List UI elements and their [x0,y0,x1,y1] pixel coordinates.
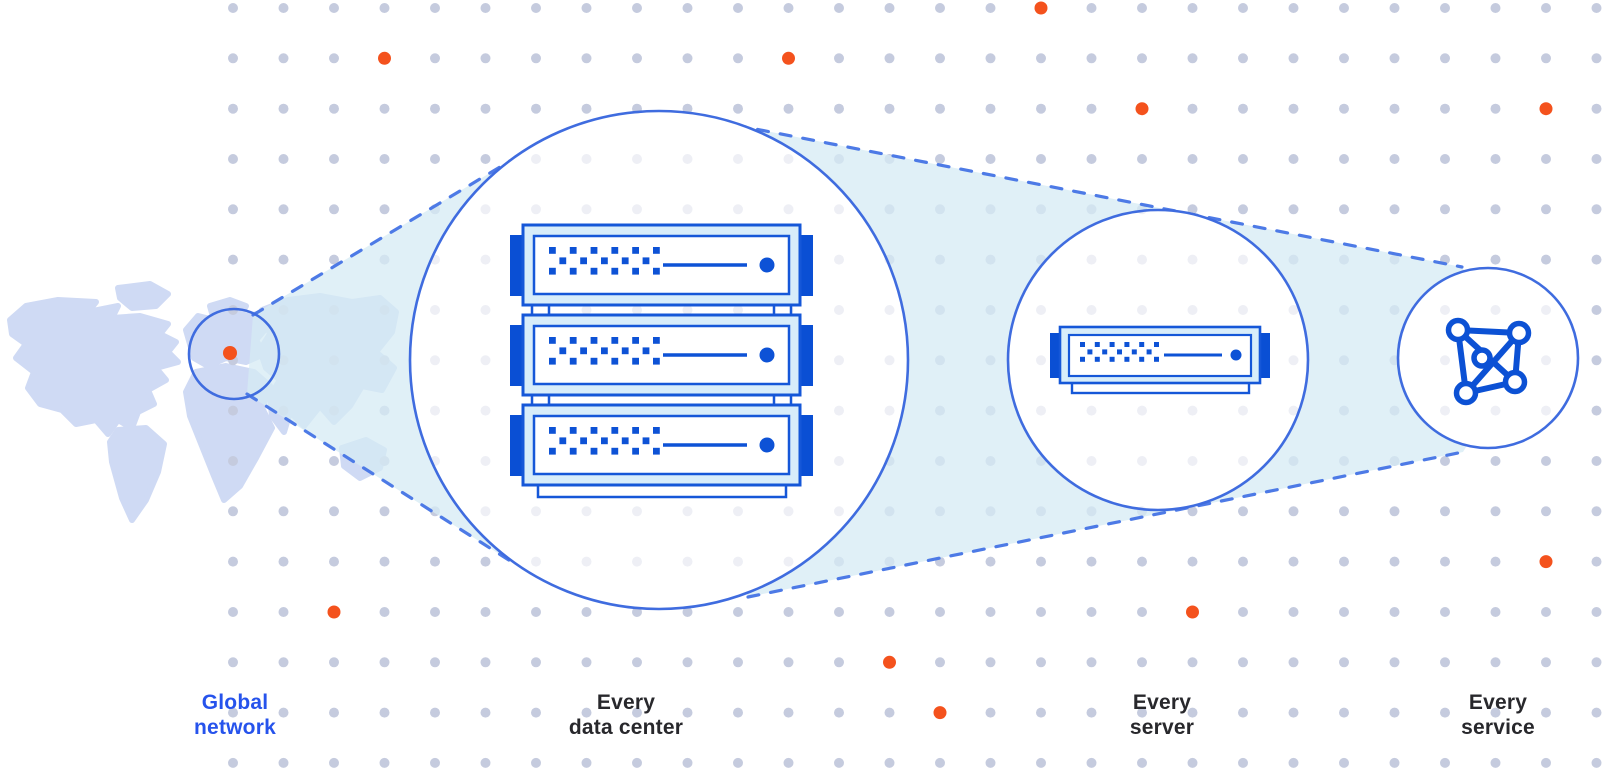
server-stack-icon [508,223,815,499]
continent-north-america [7,297,181,437]
label-global-network: Global network [105,690,365,740]
label-line: Every [596,691,656,714]
continent-south-america [107,425,167,523]
service-circle [1396,266,1580,450]
location-marker-dot [223,346,237,360]
server-unit [508,403,815,487]
label-every-server: Every server [1032,690,1292,740]
server-unit [508,223,815,307]
label-line: server [1129,716,1195,739]
label-line: Every [1132,691,1192,714]
label-line: service [1461,716,1535,739]
globe-highlight-circle [187,307,281,401]
label-line: network [194,716,276,739]
server-icon [1050,325,1270,395]
server-circle [1006,208,1310,512]
mesh-node [1502,369,1528,395]
data-center-circle [408,109,910,611]
network-mesh-icon [1445,317,1532,406]
mesh-node-center [1471,347,1493,369]
mesh-node [1506,320,1532,346]
label-line: data center [568,716,684,739]
mesh-node [1445,317,1471,343]
server-unit [508,313,815,397]
zoom-dashed-lines [245,123,1465,599]
server-vent-pattern [1080,342,1159,362]
mesh-node [1453,380,1479,406]
label-line: Every [1468,691,1528,714]
label-line: Global [201,691,269,714]
label-every-data-center: Every data center [496,690,756,740]
server-vent-pattern [549,247,660,455]
label-every-service: Every service [1368,690,1620,740]
continent-greenland [115,281,171,311]
